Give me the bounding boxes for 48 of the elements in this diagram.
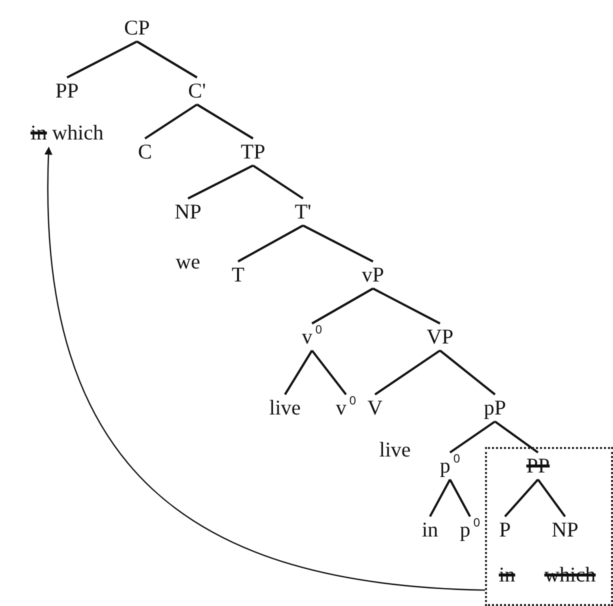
tree-branch — [449, 420, 496, 454]
tree-node-label: TP — [240, 142, 266, 162]
tree-branch — [136, 40, 198, 78]
tree-node-label: CP — [124, 18, 150, 38]
tree-branch — [504, 478, 539, 518]
tree-branch — [196, 104, 254, 140]
tree-node-label: PP — [55, 80, 79, 102]
tree-branch — [284, 350, 313, 396]
tree-branch — [439, 350, 496, 396]
word-label: live — [379, 440, 411, 460]
movement-arrow — [44, 146, 486, 591]
tree-branch — [494, 420, 539, 454]
tree-node-label: pP — [484, 398, 506, 418]
tree-branch — [372, 288, 440, 324]
tree-node-label: C' — [188, 80, 206, 102]
word-label: in — [498, 564, 516, 586]
tree-node-label: VP — [426, 326, 454, 348]
tree-branch — [449, 478, 471, 518]
tree-branch — [302, 224, 374, 262]
tree-branch — [237, 224, 304, 262]
tree-node-label: v$^{0}$ — [302, 326, 322, 348]
tree-node-label: P — [499, 520, 511, 540]
tree-branch — [374, 350, 441, 396]
tree-branch — [429, 478, 451, 518]
tree-node-label: PP — [526, 456, 550, 476]
tree-branch — [311, 288, 374, 324]
tree-node-label: live — [269, 398, 301, 418]
word-label: we — [176, 252, 200, 272]
tree-node-label: in which — [30, 122, 104, 144]
tree-node-label: NP — [552, 520, 578, 540]
dotted-box — [485, 447, 613, 606]
tree-node-label: in — [422, 520, 438, 540]
tree-node-label: v$^{0}$ — [336, 398, 356, 418]
tree-node-label: T' — [294, 202, 312, 222]
tree-node-label: vP — [362, 264, 384, 286]
tree-node-label: C — [138, 142, 152, 162]
tree-branch — [537, 478, 566, 518]
tree-branch — [66, 40, 138, 78]
tree-node-label: V — [367, 398, 383, 418]
tree-node-label: NP — [174, 202, 202, 222]
tree-branch — [252, 164, 304, 200]
tree-node-label: p$^{0}$ — [460, 520, 480, 540]
tree-branch — [311, 350, 347, 396]
word-label: which — [544, 564, 596, 586]
tree-node-label: p$^{0}$ — [440, 456, 460, 476]
tree-branch — [188, 164, 254, 200]
tree-node-label: T — [232, 264, 244, 286]
tree-branch — [144, 104, 198, 140]
